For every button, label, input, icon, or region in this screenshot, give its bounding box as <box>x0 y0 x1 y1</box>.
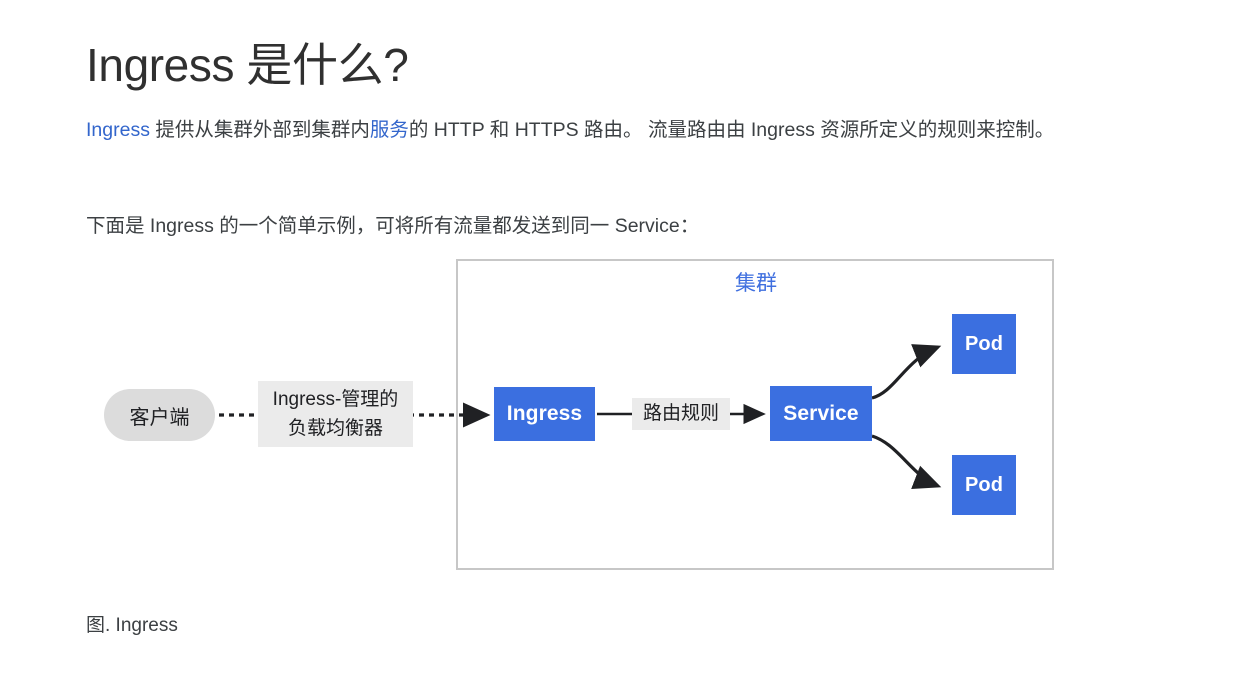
intro-text-part-2: 的 HTTP 和 HTTPS 路由。 流量路由由 Ingress 资源所定义的规… <box>408 118 1055 141</box>
intro-text-part-1: 提供从集群外部到集群内 <box>149 118 370 141</box>
example-paragraph: 下面是 Ingress 的一个简单示例，可将所有流量都发送到同一 Service… <box>86 214 700 237</box>
edge-service-to-pod-bottom <box>871 434 942 490</box>
node-client: 客户端 <box>104 389 215 441</box>
node-ingress: Ingress <box>494 387 595 441</box>
node-pod-top: Pod <box>952 314 1016 374</box>
figure-caption: 图. Ingress <box>86 615 178 636</box>
edge-label-routing-rule: 路由规则 <box>632 398 730 430</box>
link-service[interactable]: 服务 <box>369 118 409 141</box>
cluster-label: 集群 <box>735 272 777 295</box>
link-ingress[interactable]: Ingress <box>86 118 150 141</box>
ingress-architecture-diagram: 集群 ingress : dotted --> service : solid … <box>0 240 1252 585</box>
node-pod-bottom: Pod <box>952 455 1016 515</box>
edge-label-load-balancer: Ingress-管理的 负载均衡器 <box>258 381 413 447</box>
node-service: Service <box>770 386 872 441</box>
edge-service-to-pod-top <box>871 344 942 400</box>
edge-label-load-balancer-line2: 负载均衡器 <box>287 418 383 439</box>
edge-label-load-balancer-line1: Ingress-管理的 <box>272 389 399 410</box>
page-title: Ingress 是什么? <box>86 38 409 91</box>
intro-paragraph: Ingress 提供从集群外部到集群内服务的 HTTP 和 HTTPS 路由。 … <box>86 112 1066 149</box>
